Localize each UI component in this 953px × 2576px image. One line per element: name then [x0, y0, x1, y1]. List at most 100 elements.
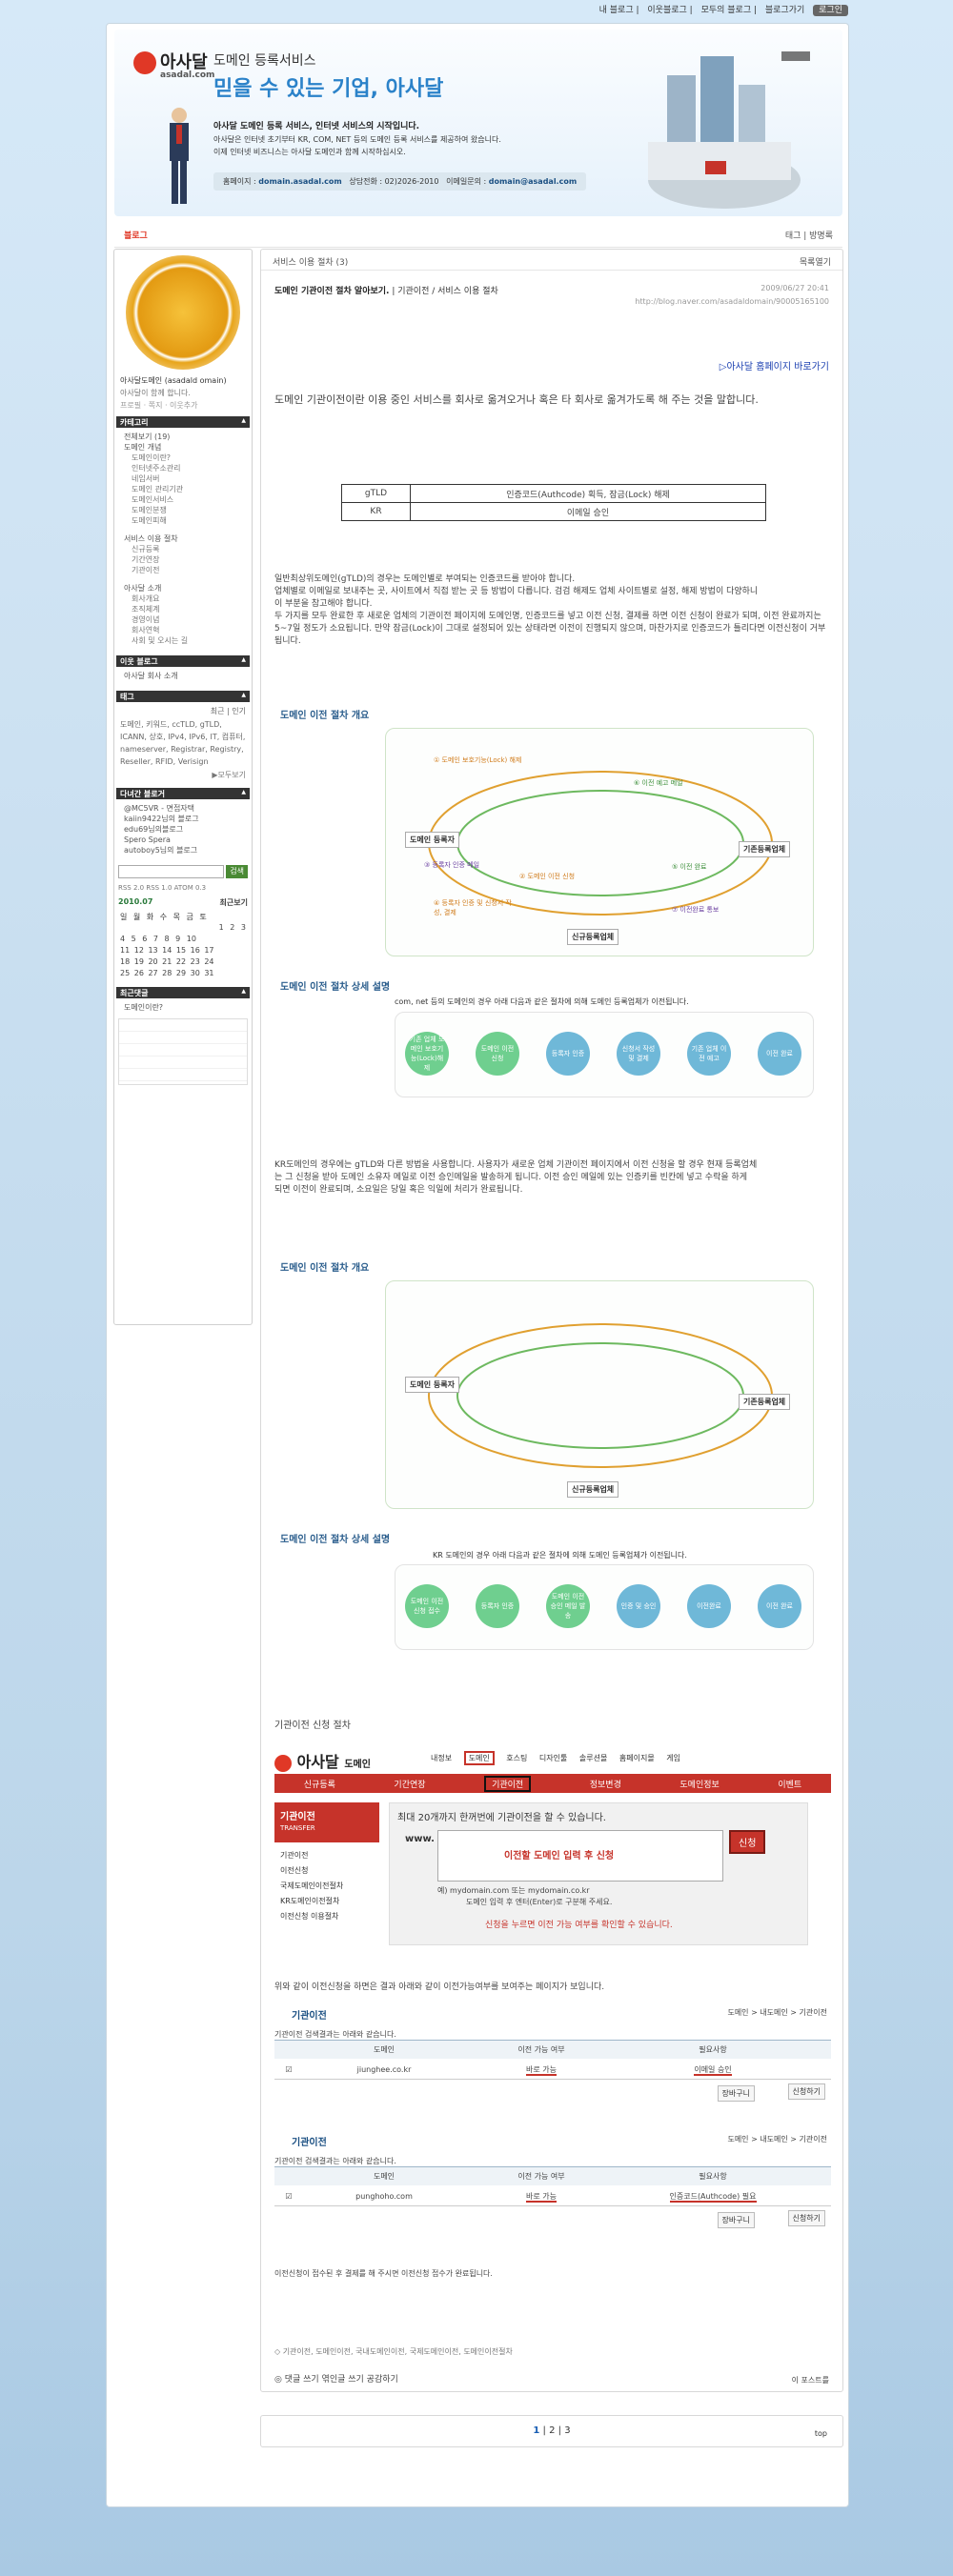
result-intro: 위와 같이 이전신청을 하면은 결과 아래와 같이 이전가능여부를 보여주는 페…	[274, 1982, 605, 1992]
category-item[interactable]: 도메인피해	[132, 516, 167, 525]
intro-text: 도메인 기관이전이란 이용 중인 서비스를 회사로 옮겨오거나 혹은 타 회사로…	[274, 393, 759, 406]
kr-paragraph: KR도메인의 경우에는 gTLD와 다른 방법을 사용합니다. 사용자가 새로운…	[274, 1160, 758, 1195]
category-item[interactable]: 신규등록	[132, 545, 160, 553]
category-item[interactable]: 아사달 소개	[124, 584, 162, 593]
header-description: 아사달 도메인 등록 서비스, 인터넷 서비스의 시작입니다.아사달은 인터넷 …	[213, 122, 501, 156]
category-item[interactable]: 도메인 관리기관	[132, 485, 184, 493]
tag-tabs[interactable]: 최근 | 인기	[210, 707, 246, 715]
profile-links[interactable]: 프로필 · 쪽지 · 이웃추가	[120, 401, 198, 410]
category-crumb[interactable]: 서비스 이용 절차 (3)	[273, 258, 349, 268]
category-item[interactable]: 도메인분쟁	[132, 506, 167, 514]
category-item[interactable]: 인터넷주소관리	[132, 464, 181, 473]
page-2[interactable]: 2	[549, 2425, 556, 2436]
tag-more[interactable]: ▶모두보기	[212, 771, 246, 779]
search-button[interactable]: 검색	[226, 865, 248, 878]
submit-button[interactable]: 신청하기	[787, 2083, 825, 2100]
section-heading: 도메인 이전 절차 개요	[280, 711, 370, 721]
post-url[interactable]: http://blog.naver.com/asadaldomain/90005…	[635, 297, 829, 306]
visitor-item[interactable]: Spero Spera	[124, 835, 171, 844]
calendar-row: 11 12 13 14 15 16 17	[120, 946, 214, 955]
top-nav: 내 블로그 | 이웃블로그 | 모두의 블로그 | 블로그가기 로그인	[594, 3, 848, 16]
calendar-recent[interactable]: 최근보기	[219, 898, 248, 907]
topnav-go[interactable]: 블로그가기	[764, 6, 805, 15]
recent-comment-item[interactable]: 도메인이란?	[124, 1003, 164, 1012]
homepage-link[interactable]: ▷아사달 홈페이지 바로가기	[719, 362, 829, 372]
visitor-item[interactable]: kaiin9422님의 블로그	[124, 815, 199, 823]
menu-tag[interactable]: 태그	[784, 231, 801, 241]
apply-heading: 기관이전 신청 절차	[274, 1721, 351, 1731]
visitor-item[interactable]: edu69님의블로그	[124, 825, 184, 834]
category-item[interactable]: 경영이념	[132, 615, 160, 624]
cart-button[interactable]: 장바구니	[717, 2085, 755, 2102]
sidebar: 아사달도메인 (asadald omain) 아사달이 함께 합니다. 프로필 …	[113, 249, 253, 1325]
category-item[interactable]: 회사개요	[132, 594, 160, 603]
category-item[interactable]: 네임서버	[132, 474, 160, 483]
category-item[interactable]: 도메인이란?	[132, 453, 172, 462]
result-panel-1: 기관이전 도메인 > 내도메인 > 기관이전 기관이전 검색결과는 아래와 같습…	[274, 2007, 831, 2112]
calendar-row: 25 26 27 28 29 30 31	[120, 969, 214, 977]
visitor-item[interactable]: @MC5VR - 면접자택	[124, 804, 195, 813]
post-share[interactable]: 이 포스트를	[791, 2376, 829, 2385]
post-area: 서비스 이용 절차 (3) 목록열기 도메인 기관이전 절차 알아보기. | 기…	[260, 249, 843, 2392]
gtld-steps-diagram: 기존 업체 도메인 보호기능(Lock)해제 도메인 이전 신청 등록자 인증 …	[395, 1012, 814, 1097]
visitor-item[interactable]: autoboy5님의 블로그	[124, 846, 198, 855]
page-3[interactable]: 3	[564, 2425, 571, 2436]
calendar-row: 4 5 6 7 8 9 10	[120, 935, 196, 943]
recent-comment-header[interactable]: 최근댓글	[116, 987, 250, 998]
category-item[interactable]: 도메인서비스	[132, 495, 174, 504]
menu-blog[interactable]: 블로그	[124, 231, 148, 241]
category-item[interactable]: 조직체계	[132, 605, 160, 614]
rss-links[interactable]: RSS 2.0 RSS 1.0 ATOM 0.3	[118, 884, 207, 892]
post-list-header: 서비스 이용 절차 (3) 목록열기	[261, 250, 842, 271]
section-heading: 도메인 이전 절차 상세 설명	[280, 982, 391, 993]
list-toggle[interactable]: 목록열기	[799, 258, 831, 268]
category-item[interactable]: 전체보기 (19)	[124, 433, 171, 441]
category-item[interactable]: 도메인 개념	[124, 443, 162, 452]
section-heading: 도메인 이전 절차 개요	[280, 1263, 370, 1274]
neighbor-header[interactable]: 이웃 블로그	[116, 655, 250, 667]
apply-button[interactable]: 신청	[729, 1830, 766, 1854]
neighbor-item[interactable]: 아사달 회사 소개	[124, 672, 178, 680]
closing-text: 이전신청이 접수된 후 결제를 해 주시면 이전신청 접수가 완료됩니다.	[274, 2269, 493, 2278]
login-button[interactable]: 로그인	[813, 5, 848, 16]
section-heading: 도메인 이전 절차 상세 설명	[280, 1535, 391, 1545]
submit-button[interactable]: 신청하기	[787, 2210, 825, 2226]
top-link[interactable]: top	[814, 2429, 827, 2438]
post-title: 도메인 기관이전 절차 알아보기.	[274, 287, 390, 296]
stock-widget	[118, 1018, 248, 1085]
category-item[interactable]: 기간연장	[132, 555, 160, 564]
header-contact: 홈페이지 : domain.asadal.com 상담전화 : 02)2026-…	[213, 172, 587, 191]
calendar-month[interactable]: 2010.07	[118, 897, 153, 906]
registrant-label: 도메인 등록자	[405, 832, 459, 848]
transfer-overview-diagram: 도메인 등록자 기존등록업체 신규등록업체 ① 도메인 보호기능(Lock) 해…	[385, 728, 814, 956]
calendar-head: 일 월 화 수 목 금 토	[120, 913, 207, 921]
profile-image[interactable]	[126, 255, 240, 370]
category-list: 전체보기 (19) 도메인 개념 도메인이란? 인터넷주소관리 네임서버 도메인…	[114, 432, 252, 646]
category-item[interactable]: 기관이전	[132, 566, 160, 574]
menu-guestbook[interactable]: 방명록	[809, 231, 833, 241]
topnav-neighbor[interactable]: 이웃블로그	[647, 6, 687, 15]
search-input[interactable]	[118, 865, 225, 878]
post-title-line: 도메인 기관이전 절차 알아보기. | 기관이전 / 서비스 이용 절차	[274, 287, 498, 296]
tag-cloud[interactable]: 도메인, 키워드, ccTLD, gTLD, ICANN, 상호, IPv4, …	[120, 720, 246, 766]
kr-steps-note: KR 도메인의 경우 아래 다음과 같은 절차에 의해 도메인 등록업체가 이전…	[433, 1551, 687, 1560]
category-item[interactable]: 회사연혁	[132, 626, 160, 634]
cart-button[interactable]: 장바구니	[717, 2212, 755, 2228]
post-actions[interactable]: ◎ 댓글 쓰기 엮인글 쓰기 공감하기	[274, 2375, 398, 2385]
tag-header[interactable]: 태그	[116, 691, 250, 702]
topnav-all[interactable]: 모두의 블로그	[700, 6, 752, 15]
category-item[interactable]: 사회 및 오시는 길	[132, 636, 189, 645]
page-1[interactable]: 1	[533, 2425, 540, 2436]
header-slogan: 믿을 수 있는 기업, 아사달	[213, 77, 444, 101]
blog-menubar: 블로그 태그 | 방명록	[114, 219, 842, 248]
gtld-paragraph: 일반최상위도메인(gTLD)의 경우는 도메인별로 부여되는 인증코드를 받아야…	[274, 574, 826, 646]
post-tags[interactable]: ◇ 기관이전, 도메인이전, 국내도메인이전, 국제도메인이전, 도메인이전절차	[274, 2347, 513, 2356]
old-registrar-label: 기존등록업체	[739, 841, 791, 857]
topnav-my[interactable]: 내 블로그	[598, 6, 634, 15]
profile-name: 아사달도메인 (asadald omain)	[120, 376, 227, 385]
category-header[interactable]: 카테고리	[116, 416, 250, 428]
visitors-header[interactable]: 다녀간 블로거	[116, 788, 250, 799]
category-item[interactable]: 서비스 이용 절차	[124, 534, 178, 543]
